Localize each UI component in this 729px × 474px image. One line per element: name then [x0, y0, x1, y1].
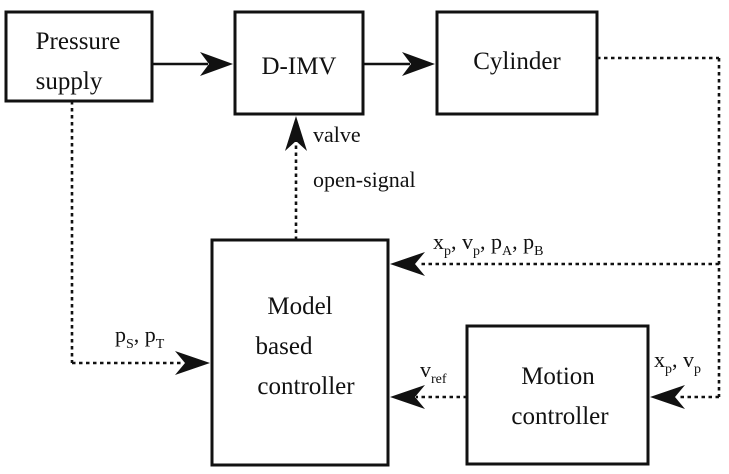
line-cylinder-feedback	[390, 56, 721, 409]
arrow-valve-open-signal	[285, 116, 307, 240]
motion-controller-line-1: Motion	[521, 363, 595, 390]
feedback-variables-label: xp, vp, pA, pB	[433, 229, 543, 259]
cylinder-label: Cylinder	[473, 48, 561, 75]
arrow-dimv-to-cylinder	[363, 52, 435, 76]
pressure-supply-line-1: Pressure	[36, 28, 121, 55]
supply-pressures-label: pS, pT	[115, 322, 165, 352]
pressure-supply-block: Pressure supply	[4, 10, 154, 103]
vref-label: vref	[420, 357, 447, 387]
cylinder-block: Cylinder	[435, 10, 599, 116]
motion-feedback-label: xp, vp	[654, 347, 701, 377]
dimv-label: D-IMV	[262, 53, 337, 80]
model-controller-line-1: Model	[267, 293, 332, 320]
motion-controller-line-2: controller	[511, 403, 609, 430]
line-supply-pressures	[70, 101, 210, 375]
valve-signal-label: valve open-signal	[313, 122, 416, 192]
model-based-controller-block: Model based controller	[210, 238, 390, 467]
model-controller-line-3: controller	[257, 373, 355, 400]
open-signal-label: open-signal	[313, 167, 416, 192]
motion-controller-block: Motion controller	[465, 324, 650, 466]
model-controller-line-2: based	[256, 333, 313, 360]
arrow-vref	[390, 385, 467, 409]
dimv-block: D-IMV	[233, 10, 365, 116]
valve-label: valve	[313, 122, 361, 147]
arrow-supply-to-dimv	[152, 52, 233, 76]
pressure-supply-line-2: supply	[36, 68, 103, 95]
